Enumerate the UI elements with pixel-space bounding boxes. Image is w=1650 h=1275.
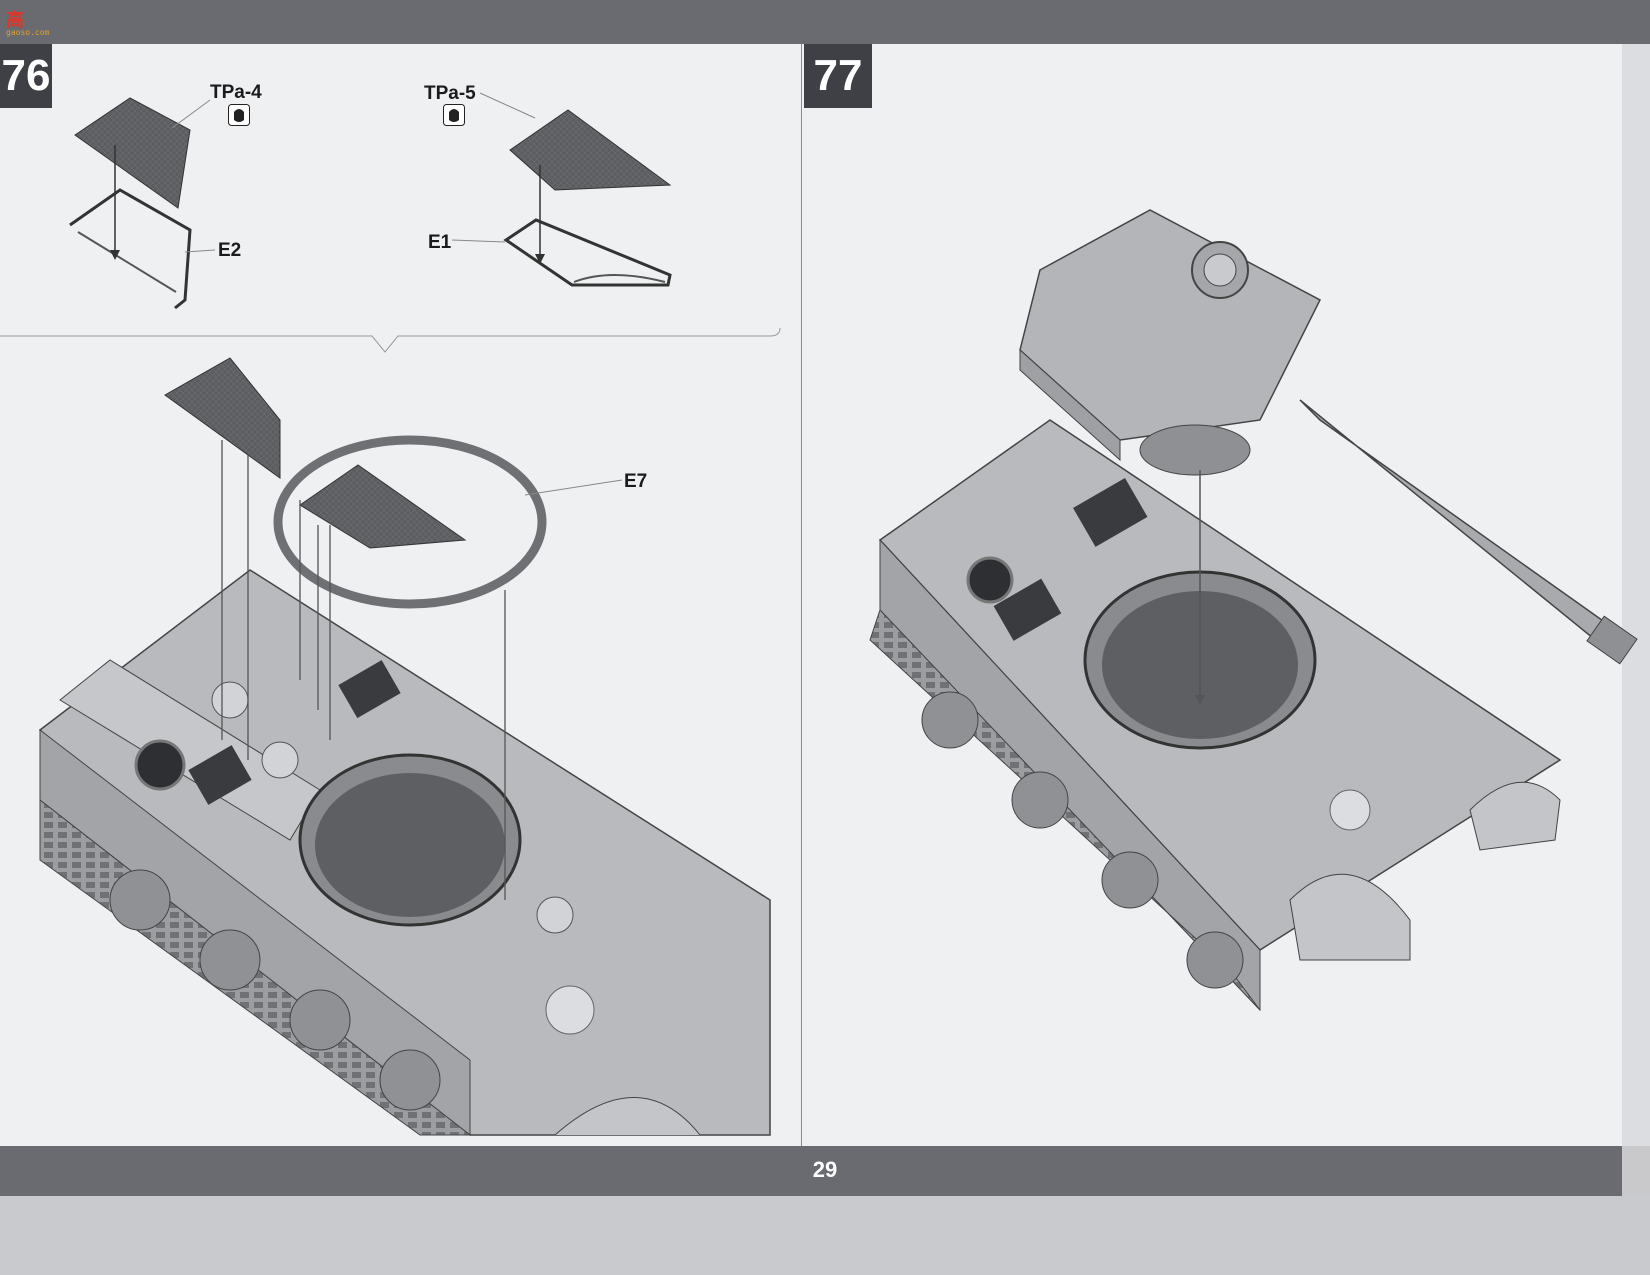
page-number: 29	[812, 1157, 838, 1182]
scan-margin	[0, 1196, 1650, 1275]
hull-77	[869, 419, 1562, 1012]
step-divider	[801, 44, 802, 1146]
part-label-e7: E7	[624, 471, 648, 492]
turret-77	[1019, 209, 1638, 705]
bottom-bar	[0, 1146, 1622, 1196]
hull-76	[38, 569, 771, 1137]
fender-tpa4-group	[69, 97, 216, 310]
logo-site-text: gaoso.com	[6, 28, 50, 37]
exploded-parts-76	[164, 357, 623, 900]
cement-bottle-icon	[443, 104, 465, 126]
fender-tpa5-group	[451, 92, 672, 287]
step-76-number: 76	[0, 44, 52, 108]
part-label-tpa5: TPa-5	[424, 83, 476, 104]
top-bar: 高 gaoso.com	[0, 0, 1650, 44]
page-edge	[1622, 44, 1650, 1146]
part-label-tpa4: TPa-4	[210, 82, 262, 103]
site-logo: 高 gaoso.com	[6, 6, 70, 38]
logo-mark: 高	[6, 10, 24, 30]
part-label-e2: E2	[218, 240, 242, 261]
part-label-e1: E1	[428, 232, 452, 253]
step-77-number: 77	[804, 44, 872, 108]
cement-bottle-icon	[228, 104, 250, 126]
